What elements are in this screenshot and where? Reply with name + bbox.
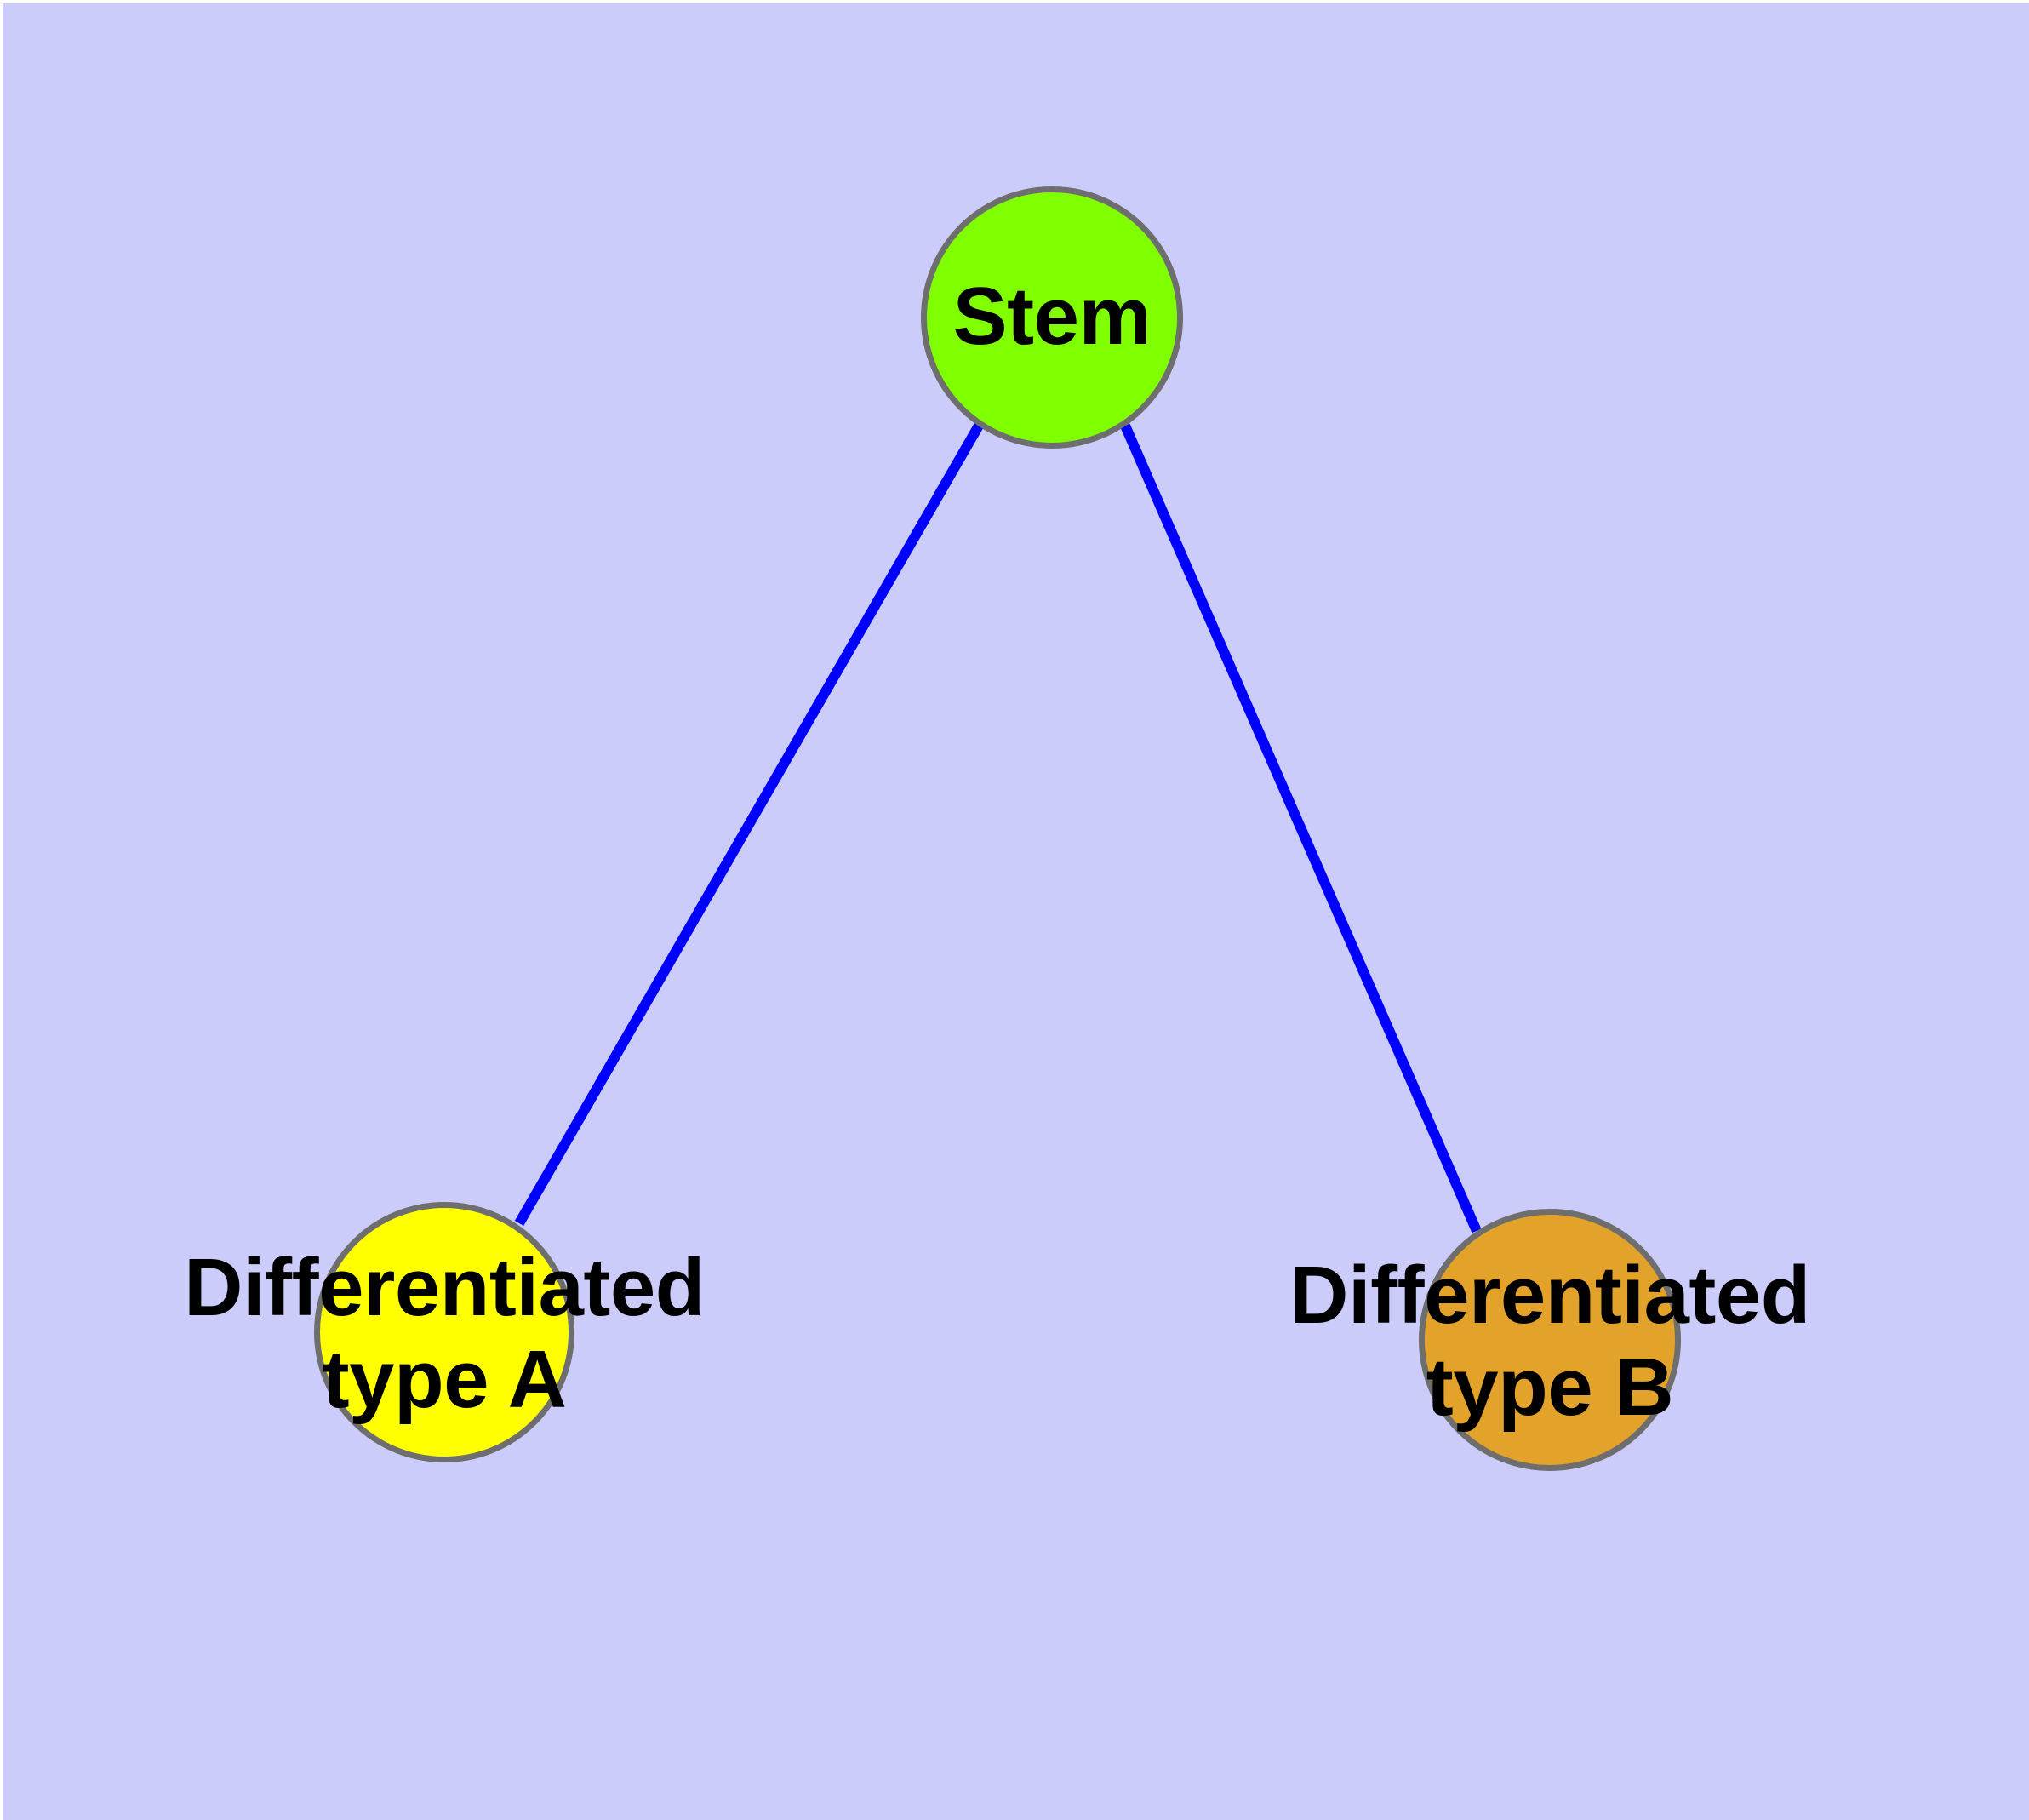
node-stem[interactable] bbox=[921, 186, 1183, 449]
edge-stem-diff-b bbox=[1120, 423, 1482, 1233]
node-layer bbox=[314, 186, 1681, 1471]
node-differentiated-type-b[interactable] bbox=[1419, 1209, 1681, 1471]
edge-stem-diff-a bbox=[514, 423, 984, 1226]
edge-layer bbox=[514, 423, 1482, 1233]
node-differentiated-type-a[interactable] bbox=[314, 1202, 574, 1462]
